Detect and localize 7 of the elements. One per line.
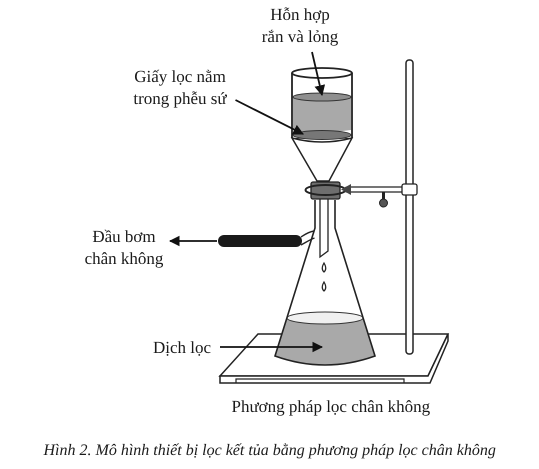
callout-label: Đầu bơm chân không [84,226,164,270]
figure-subtitle: Phương pháp lọc chân không [232,396,430,418]
callout-label: Dịch lọc [152,337,212,359]
figure-caption: Hình 2. Mô hình thiết bị lọc kết tủa bằng phương pháp lọc chân không [44,441,496,461]
callout-label: Hỗn hợp rắn và lỏng [261,4,339,48]
leader-arrow [168,236,217,246]
callout-label: Giấy lọc nằm trong phễu sứ [132,66,228,110]
